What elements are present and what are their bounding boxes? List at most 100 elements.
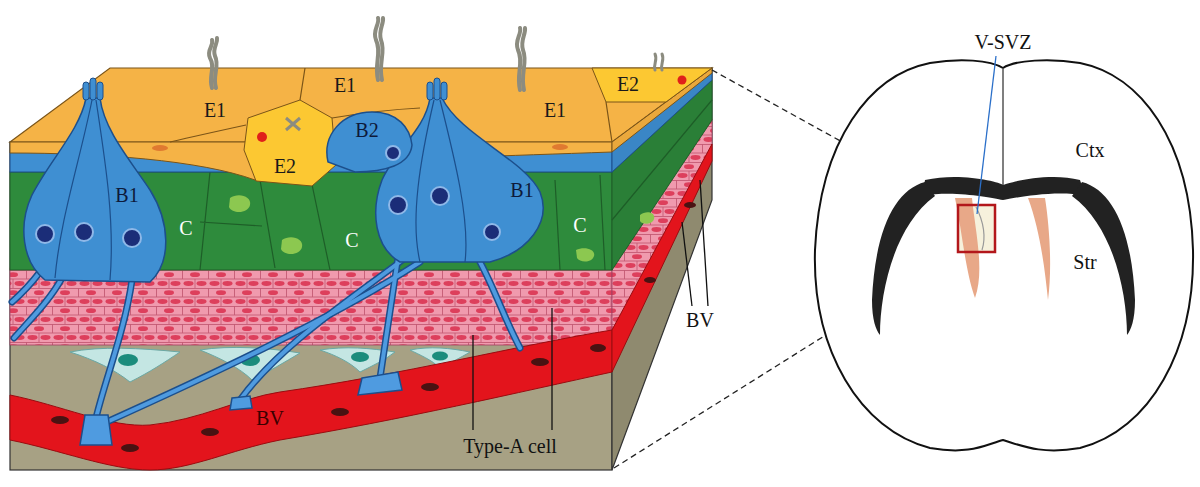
- brain-section: [872, 182, 935, 335]
- astrocyte-process: [14, 278, 62, 338]
- astrocyte-process: [100, 262, 420, 425]
- astrocyte-process: [12, 258, 520, 445]
- ependymal-layer: [678, 76, 687, 85]
- blood-vessel: [51, 416, 69, 424]
- brain-section: [958, 205, 995, 252]
- type-b1-cell: [75, 223, 93, 241]
- cell-label: C: [573, 215, 586, 235]
- glial-cell: [70, 348, 180, 382]
- type-b1-cell: [55, 100, 111, 280]
- type-c-layer: [640, 212, 654, 224]
- blood-vessel: [331, 408, 349, 416]
- astrocyte-process: [358, 372, 402, 395]
- cell-label: B1: [510, 180, 533, 200]
- astrocyte-process: [230, 396, 252, 410]
- type-b2-cell: [386, 146, 400, 160]
- type-b1-cell: [441, 82, 447, 100]
- astrocyte-process: [240, 258, 405, 400]
- region-label: Ctx: [1076, 140, 1105, 160]
- brain-section: [1002, 68, 1004, 185]
- vessel-label: BV: [686, 310, 714, 330]
- astrocyte-process: [96, 280, 132, 418]
- type-b1-cell: [36, 225, 54, 243]
- brain-section: [977, 56, 996, 214]
- cilia: [655, 54, 656, 70]
- blood-vessel: [684, 202, 696, 208]
- blood-vessel: [531, 358, 549, 366]
- type-b2-cell: [327, 112, 412, 172]
- cilia: [517, 28, 520, 90]
- cell-label: E1: [334, 75, 356, 95]
- ependymal-layer: [552, 144, 568, 150]
- vessel-label: BV: [256, 408, 284, 428]
- cilia: [522, 28, 525, 90]
- type-c-layer: [281, 237, 302, 254]
- blood-vessel: [421, 383, 439, 391]
- cilia: [380, 18, 383, 80]
- ependymal-layer: [286, 118, 300, 130]
- leader-line: [700, 180, 708, 306]
- astrocyte-process: [14, 278, 62, 338]
- type-b1-cell: [389, 196, 407, 214]
- blood-vessel: [121, 444, 139, 452]
- brain-section: [815, 60, 1193, 450]
- brain-section: [1072, 182, 1135, 335]
- type-b1-cell: [24, 98, 166, 282]
- type-b1-cell: [484, 224, 500, 240]
- cell-label: B1: [115, 185, 138, 205]
- leader-line: [682, 222, 692, 306]
- brain-section: [815, 56, 1193, 450]
- type-b1-cell: [97, 82, 103, 100]
- type-b1-cell: [434, 78, 440, 100]
- cell-label: E2: [274, 156, 296, 176]
- astrocyte-process: [12, 258, 520, 425]
- brain-section: [922, 177, 1085, 200]
- astrocyte-process: [80, 415, 112, 445]
- glial-cell: [351, 352, 369, 362]
- type-b1-cell: [24, 78, 543, 282]
- cilia: [214, 38, 217, 88]
- blood-vessel: [644, 277, 656, 283]
- brain-section: [1028, 198, 1050, 300]
- type-b1-cell: [427, 82, 433, 100]
- ependymal-layer: [10, 68, 712, 142]
- astrocyte-process: [96, 280, 132, 418]
- region-label: V-SVZ: [974, 32, 1031, 52]
- astrocyte-process: [480, 262, 520, 348]
- cilia: [375, 18, 378, 80]
- leader-line: [472, 335, 473, 430]
- astrocyte-process: [12, 272, 40, 302]
- type-b1-cell: [431, 187, 449, 205]
- cilia: [209, 40, 212, 88]
- type-c-layer: [229, 195, 250, 212]
- ependymal-layer: [152, 145, 168, 151]
- type-c-layer: [576, 248, 594, 261]
- type-b1-cell: [416, 100, 466, 262]
- tissue-block: [10, 18, 712, 470]
- type-b1-cell: [123, 229, 141, 247]
- type-b1-cell: [83, 82, 89, 100]
- blood-vessel: [590, 344, 606, 352]
- cell-label: Type-A cell: [463, 436, 557, 456]
- type-b1-cell: [90, 78, 96, 100]
- blood-vessel: [201, 428, 219, 436]
- glial-cell: [118, 354, 138, 366]
- glial-cell: [432, 352, 448, 361]
- cell-label: E1: [544, 100, 566, 120]
- cell-label: C: [179, 218, 192, 238]
- astrocyte-process: [12, 258, 520, 425]
- astrocyte-process: [480, 262, 520, 348]
- type-b2-cell: [327, 112, 412, 172]
- ependymal-layer: [592, 68, 712, 102]
- leader-line: [551, 308, 552, 430]
- cilia: [662, 54, 663, 70]
- astrocyte-process: [12, 272, 40, 302]
- cell-label: C: [345, 230, 358, 250]
- ependymal-layer: [244, 100, 336, 186]
- ependymal-layer: [257, 132, 267, 142]
- cell-label: E2: [617, 74, 639, 94]
- astrocyte-process: [240, 258, 405, 400]
